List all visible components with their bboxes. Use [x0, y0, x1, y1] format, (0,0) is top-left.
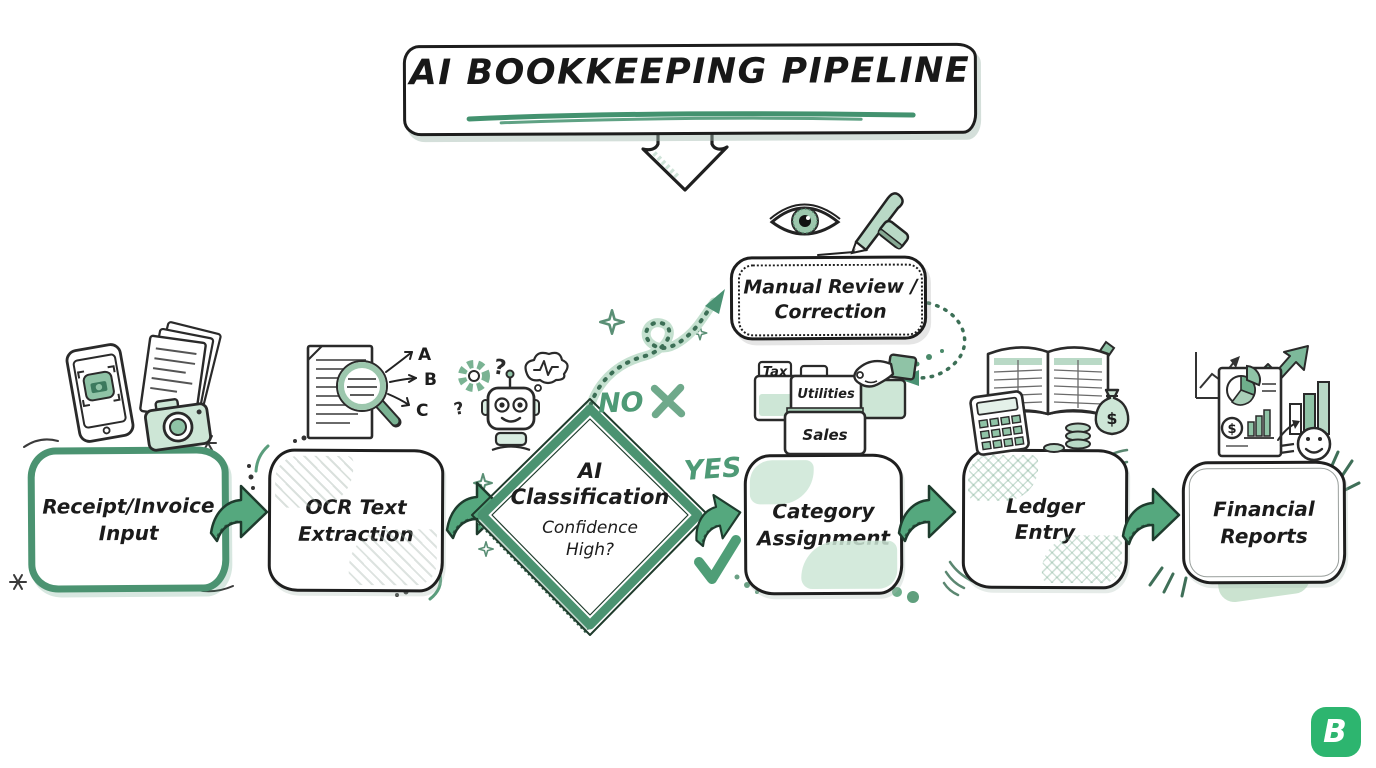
receipt-label-line2: Input [98, 520, 159, 545]
review-eye-pencil-icon [769, 192, 910, 256]
node-category-assignment: Category Assignment [743, 453, 904, 596]
branch-yes: YES [683, 452, 742, 487]
title-banner: AI BOOKKEEPING PIPELINE [402, 42, 978, 137]
folder-label-tax: Tax [763, 365, 788, 380]
manual-review-label-line2: Correction [774, 300, 887, 324]
decision-diamond [471, 398, 709, 636]
manual-review-label-line1: Manual Review / [743, 275, 918, 299]
folder-label-utilities: Utilities [797, 387, 855, 402]
folder-label-sales: Sales [802, 426, 847, 444]
flow-arrow-4 [897, 484, 957, 543]
ai-question-line2: High? [565, 539, 615, 560]
ocr-letter-a: A [418, 345, 432, 365]
ai-robot-icon: ? ? [452, 351, 569, 452]
category-label-line2: Assignment [757, 525, 891, 550]
ocr-label-line1: OCR Text [305, 494, 407, 520]
brand-logo: B [1311, 707, 1361, 757]
page-title: AI BOOKKEEPING PIPELINE [409, 50, 971, 94]
brand-logo-letter: B [1323, 714, 1347, 750]
node-manual-review: Manual Review / Correction [729, 255, 928, 341]
financial-reports-icon: $ [1195, 345, 1332, 462]
node-financial-reports: Financial Reports [1181, 460, 1347, 585]
node-ledger-entry: Ledger Entry [961, 448, 1129, 590]
node-receipt-input: Receipt/Invoice Input [27, 446, 230, 593]
ai-label-line2: Classification [510, 485, 670, 510]
no-path-arrow [583, 289, 725, 419]
question-mark-glyph: ? [492, 354, 508, 380]
ledger-label-line1: Ledger [1005, 493, 1085, 518]
ledger-book-icon: $ [969, 340, 1130, 456]
flow-arrow-1 [209, 484, 269, 543]
ocr-letter-c: C [416, 401, 428, 421]
x-mark-icon [650, 383, 685, 419]
down-arrow [641, 121, 729, 192]
ai-question-line1: Confidence [542, 517, 638, 538]
receipt-input-icon [65, 321, 222, 452]
yes-label: YES [682, 452, 743, 487]
ocr-label-line2: Extraction [297, 521, 414, 546]
receipt-label-line1: Receipt/Invoice [42, 493, 215, 519]
ledger-label-line2: Entry [1014, 519, 1076, 545]
flow-arrow-yes [695, 493, 742, 548]
ai-label-line1: AI [577, 459, 603, 483]
reports-label-line1: Financial [1213, 496, 1315, 522]
category-label-line1: Category [772, 498, 875, 524]
ocr-extraction-icon: A B C [306, 344, 437, 440]
title-underline [466, 111, 916, 125]
flow-arrow-5 [1121, 487, 1181, 546]
category-folders-icon: Tax Utilities Sales [753, 353, 918, 456]
moneybag-dollar: $ [1106, 409, 1117, 428]
node-ocr-extraction: OCR Text Extraction [267, 448, 445, 593]
checkmark-icon [694, 535, 741, 584]
ocr-letter-b: B [424, 370, 437, 390]
question-mark-glyph: ? [452, 398, 466, 420]
branch-no: NO [597, 382, 686, 421]
reports-label-line2: Reports [1220, 523, 1308, 548]
no-label: NO [597, 386, 645, 420]
report-dollar: $ [1227, 422, 1236, 437]
node-ai-classification: AI Classification Confidence High? [502, 458, 678, 561]
